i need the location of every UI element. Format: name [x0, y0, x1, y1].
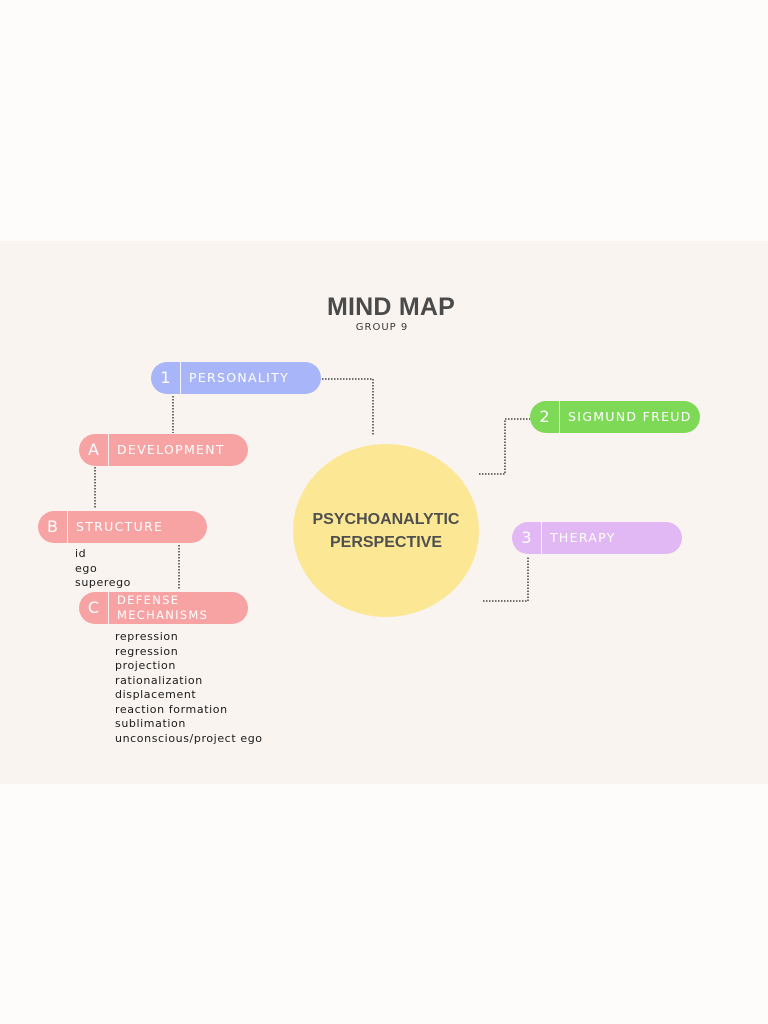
connector-center-freud: [479, 418, 530, 475]
list-item: projection: [115, 659, 176, 672]
node-therapy: 3 THERAPY: [512, 522, 682, 554]
node-sigmund-freud: 2 SIGMUND FREUD: [530, 401, 700, 433]
node-personality-marker: 1: [151, 362, 181, 394]
list-item: repression: [115, 630, 179, 643]
node-defense-mechanisms: C DEFENSE MECHANISMS: [79, 592, 248, 624]
node-sigmund-freud-label: SIGMUND FREUD: [568, 409, 692, 424]
list-item: unconscious/project ego: [115, 731, 263, 745]
node-development: A DEVELOPMENT: [79, 434, 248, 466]
node-structure: B STRUCTURE: [38, 511, 207, 543]
node-structure-marker: B: [38, 511, 68, 543]
list-item: rationalization: [115, 673, 203, 687]
node-therapy-marker: 3: [512, 522, 542, 554]
page-subtitle: GROUP 9: [355, 322, 409, 333]
connector-lines: [94, 378, 530, 602]
node-defense-mechanisms-label: DEFENSE MECHANISMS: [117, 593, 209, 622]
node-development-marker: A: [79, 434, 109, 466]
node-therapy-label: THERAPY: [550, 530, 616, 545]
list-item: displacement: [115, 688, 197, 701]
central-topic-label: PSYCHOANALYTIC PERSPECTIVE: [312, 510, 460, 551]
mind-map-slide: MIND MAP GROUP 9 PSYCHOANALYTIC PERSPECT…: [0, 241, 768, 784]
central-topic: PSYCHOANALYTIC PERSPECTIVE: [293, 444, 479, 617]
node-personality: 1 PERSONALITY: [151, 362, 321, 394]
list-item: sublimation: [115, 717, 186, 730]
node-personality-label: PERSONALITY: [189, 370, 290, 385]
node-sigmund-freud-marker: 2: [530, 401, 560, 433]
list-item: superego: [75, 576, 132, 589]
connector-center-therapy: [483, 557, 529, 602]
list-item: reaction formation: [115, 702, 228, 716]
node-structure-label: STRUCTURE: [76, 519, 164, 534]
list-item: ego: [75, 561, 98, 575]
structure-items: id ego superego: [75, 547, 131, 591]
node-defense-mechanisms-marker: C: [79, 592, 109, 624]
page-title: MIND MAP: [327, 293, 455, 321]
list-item: id: [75, 547, 87, 560]
defense-items: repression regression projection rationa…: [115, 630, 263, 746]
node-development-label: DEVELOPMENT: [117, 442, 225, 457]
list-item: regression: [115, 644, 179, 658]
connector-personality-center: [322, 378, 374, 436]
